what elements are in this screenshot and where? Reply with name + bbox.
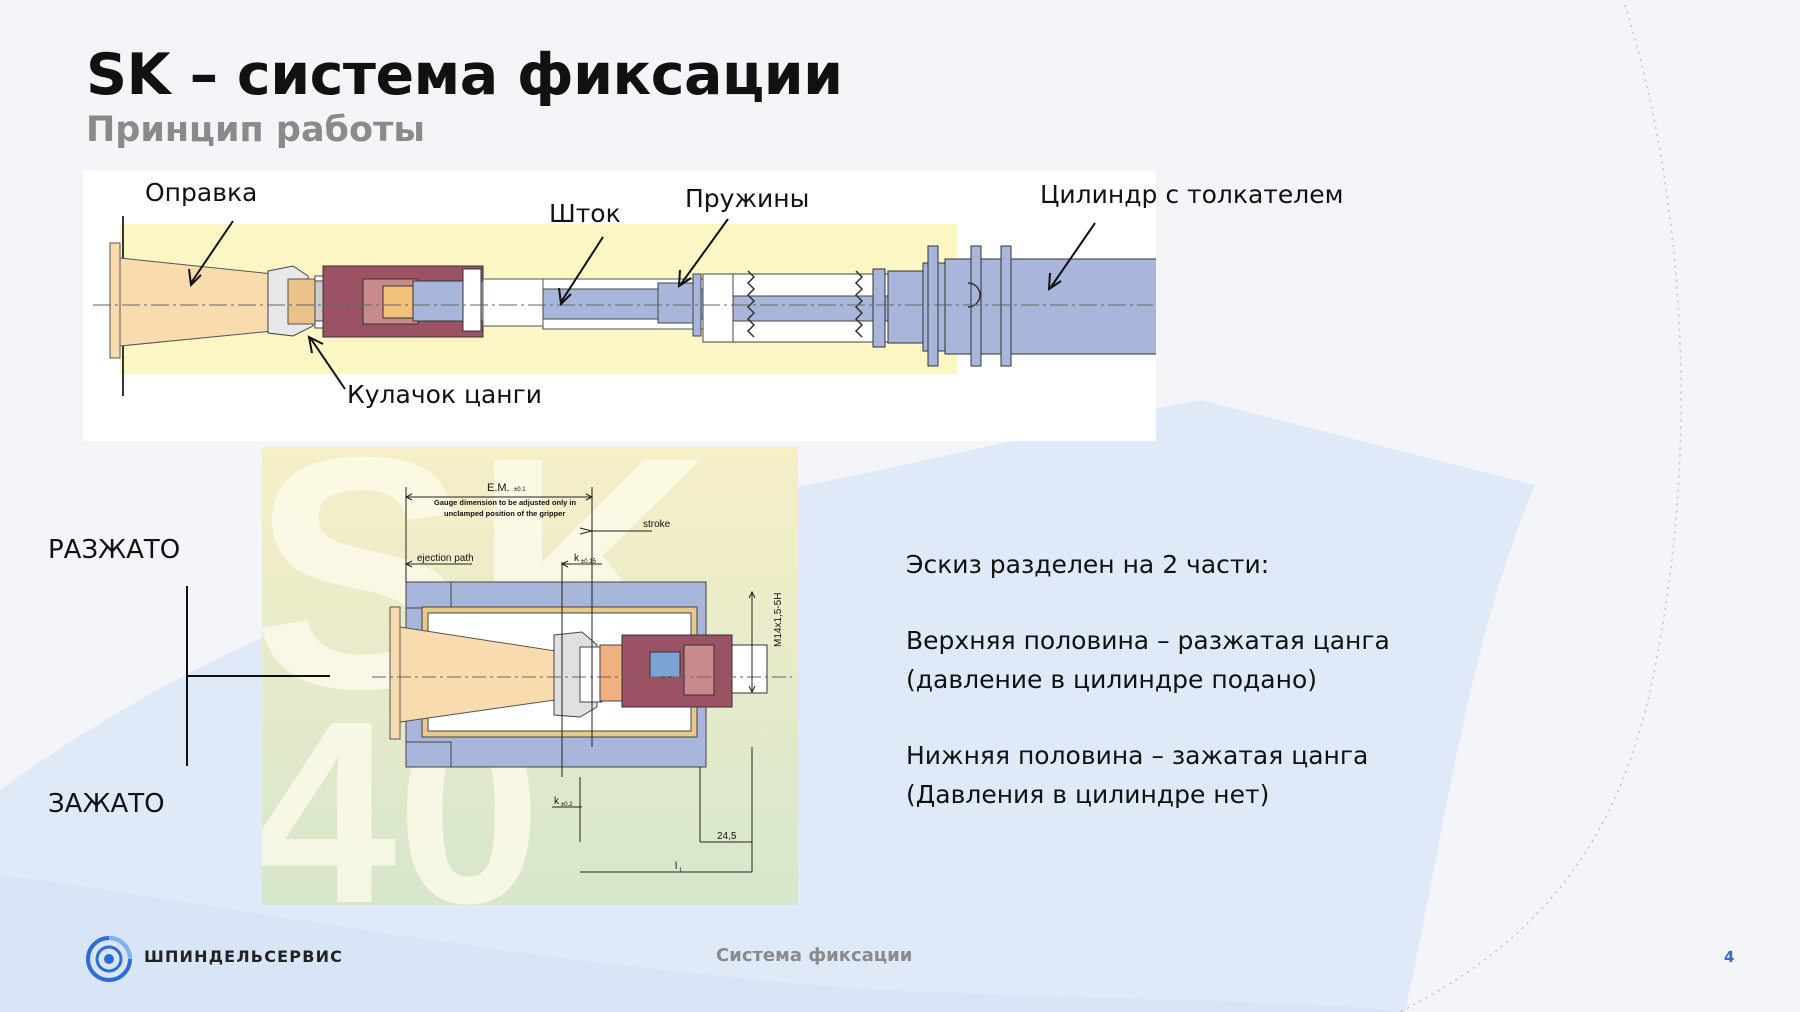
description-lower-line2: (Давления в цилиндре нет) [906, 780, 1270, 809]
sk40-drawing: SK 40 [262, 447, 798, 905]
footer-section-title: Система фиксации [716, 945, 913, 966]
description-lower-line1: Нижняя половина – зажатая цанга [906, 741, 1369, 770]
label-mandrel: Оправка [145, 178, 258, 207]
dim-24-5: 24,5 [717, 831, 737, 842]
dim-l1-sub: 1 [679, 868, 683, 874]
collet-assembly-drawing [93, 216, 1156, 396]
dim-l1: l [675, 861, 677, 872]
dim-ejection-path: ejection path [417, 553, 474, 564]
dim-k-top-tol: ±0.15 [581, 559, 597, 565]
dim-thread: M14x1,5-5H [773, 593, 784, 647]
label-cylinder: Цилиндр с толкателем [1040, 180, 1344, 209]
collet-assembly-diagram: Оправка Шток Пружины Цилиндр с толкателе… [83, 171, 1343, 441]
description-intro: Эскиз разделен на 2 части: [906, 550, 1270, 579]
dim-k-bottom: k [554, 796, 560, 807]
description-lower: Нижняя половина – зажатая цанга (Давлени… [906, 736, 1426, 814]
slide-subtitle: Принцип работы [86, 110, 425, 150]
dim-k-bottom-tol: ±0.2 [561, 802, 573, 808]
label-unclamped: РАЗЖАТО [48, 535, 181, 565]
dim-stroke: stroke [643, 519, 671, 530]
gauge-note-2: unclamped position of the gripper [444, 509, 565, 518]
label-rod: Шток [549, 199, 621, 228]
label-collet-jaw: Кулачок цанги [347, 380, 543, 409]
brand-logo-icon [86, 936, 132, 982]
dim-k-top: k [574, 553, 580, 564]
dim-em: E.M. [487, 482, 510, 494]
label-clamped: ЗАЖАТО [48, 789, 165, 819]
description-block: Эскиз разделен на 2 части: Верхняя полов… [906, 545, 1426, 814]
description-upper-line2: (давление в цилиндре подано) [906, 665, 1318, 694]
label-springs: Пружины [685, 184, 810, 213]
description-upper-line1: Верхняя половина – разжатая цанга [906, 626, 1390, 655]
dim-em-tol: ±0.1 [514, 487, 526, 493]
sk40-section-drawing: SK 40 [262, 447, 798, 905]
footer-brand: ШПИНДЕЛЬСЕРВИС [144, 947, 344, 966]
page-number: 4 [1724, 948, 1735, 966]
description-upper: Верхняя половина – разжатая цанга (давле… [906, 621, 1426, 699]
slide-title: SK – система фиксации [86, 42, 843, 108]
state-bracket-lines [186, 586, 330, 766]
gauge-note-1: Gauge dimension to be adjusted only in [434, 498, 577, 507]
